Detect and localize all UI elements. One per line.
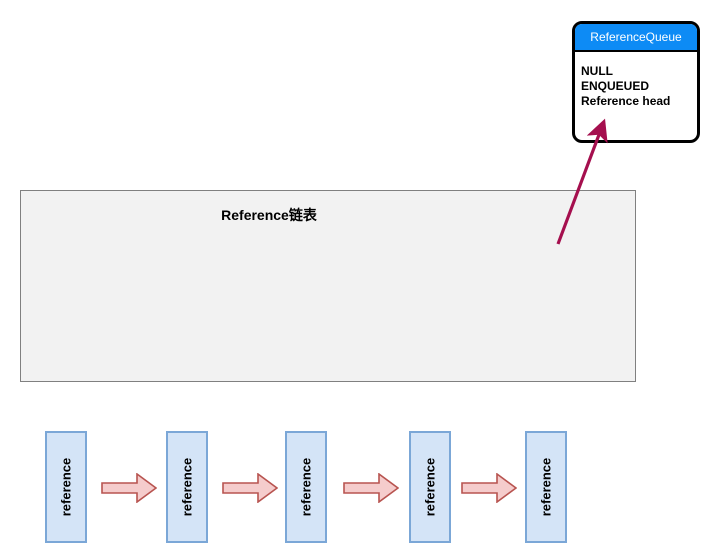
reference-node-label: reference bbox=[422, 457, 438, 517]
reference-node-4: reference bbox=[409, 431, 451, 543]
reference-node-2: reference bbox=[166, 431, 208, 543]
link-arrow-icon-4 bbox=[461, 473, 517, 503]
reference-queue-box: ReferenceQueue NULL ENQUEUED Reference h… bbox=[572, 21, 700, 143]
reference-queue-line-enqueued: ENQUEUED bbox=[581, 79, 650, 93]
link-arrow-icon-1 bbox=[101, 473, 157, 503]
reference-node-label: reference bbox=[298, 457, 314, 517]
reference-node-5: reference bbox=[525, 431, 567, 543]
reference-queue-body: NULL ENQUEUED Reference head bbox=[575, 52, 697, 109]
reference-list-title: Reference链表 bbox=[221, 207, 317, 223]
reference-node-1: reference bbox=[45, 431, 87, 543]
reference-node-label: reference bbox=[538, 457, 554, 517]
reference-node-label: reference bbox=[179, 457, 195, 517]
reference-queue-line-null: NULL bbox=[581, 64, 613, 78]
link-arrow-icon-3 bbox=[343, 473, 399, 503]
diagram-canvas: ReferenceQueue NULL ENQUEUED Reference h… bbox=[20, 21, 700, 543]
reference-queue-line-reference-head: Reference head bbox=[581, 94, 671, 108]
link-arrow-icon-2 bbox=[222, 473, 278, 503]
reference-node-label: reference bbox=[58, 457, 74, 517]
reference-list-container: Reference链表 reference reference referenc… bbox=[20, 190, 636, 543]
reference-queue-title: ReferenceQueue bbox=[575, 24, 697, 52]
reference-node-3: reference bbox=[285, 431, 327, 543]
